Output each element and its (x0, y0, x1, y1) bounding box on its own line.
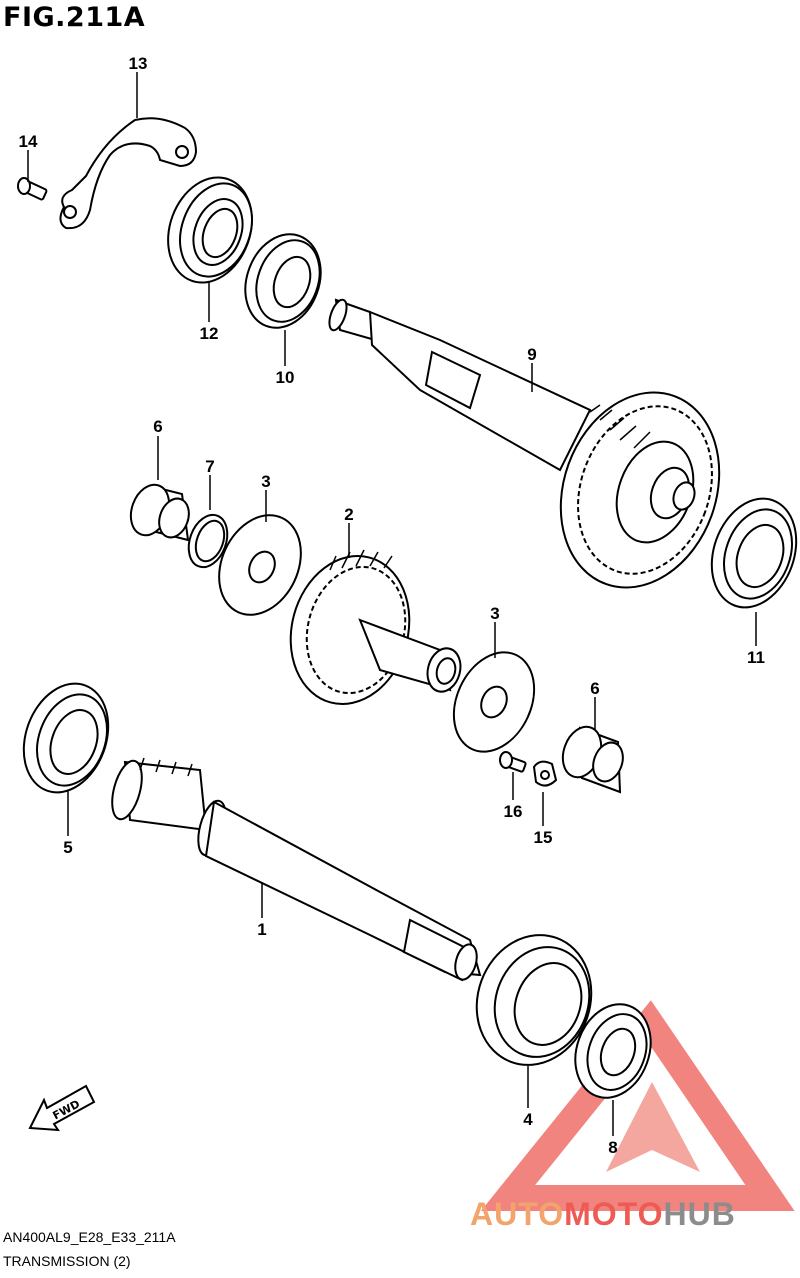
leader-lines (27, 72, 757, 1136)
part-2-gear (289, 549, 462, 705)
part-6-needle-bearing-lower (561, 725, 624, 794)
part-14-bolt (17, 177, 48, 201)
watermark-part-auto: AUTO (470, 1196, 565, 1232)
part-15-lock-plate (532, 760, 558, 787)
part-6-needle-bearing (129, 483, 190, 542)
part-4-bearing (475, 934, 593, 1066)
callout-6-lower: 6 (590, 679, 599, 698)
fwd-arrow-icon: FWD (28, 1084, 96, 1132)
callout-7: 7 (205, 457, 214, 476)
part-12-bearing (167, 176, 253, 284)
part-10-seal (244, 233, 322, 329)
part-3-washer (218, 514, 302, 616)
callout-9: 9 (527, 345, 536, 364)
callout-13: 13 (129, 54, 148, 73)
part-3-washer-lower (452, 651, 536, 753)
part-1-drive-shaft (111, 757, 482, 982)
callout-1: 1 (257, 920, 266, 939)
part-11-bearing (710, 497, 798, 609)
callout-12: 12 (200, 324, 219, 343)
part-9-shaft (328, 298, 721, 589)
watermark-text: AUTOMOTOHUB (470, 1196, 736, 1233)
callout-labels: 13 14 12 10 9 6 7 3 2 11 3 6 16 15 5 1 4… (19, 54, 765, 1157)
part-5-bearing (22, 682, 110, 794)
watermark-logo-icon (480, 1000, 795, 1211)
part-8-seal (574, 1003, 652, 1099)
callout-3-upper: 3 (261, 472, 270, 491)
callout-4: 4 (523, 1110, 533, 1129)
watermark-part-hub: HUB (663, 1196, 736, 1232)
callout-2: 2 (344, 505, 353, 524)
callout-3-lower: 3 (490, 604, 499, 623)
callout-15: 15 (534, 828, 553, 847)
part-16-bolt (499, 751, 527, 773)
figure-title: FIG.211A (3, 2, 146, 33)
callout-5: 5 (63, 838, 72, 857)
diagram-code: AN400AL9_E28_E33_211A (3, 1229, 176, 1245)
callout-10: 10 (276, 368, 295, 387)
part-13-bracket (59, 117, 198, 230)
callout-16: 16 (504, 802, 523, 821)
callout-14: 14 (19, 132, 38, 151)
callout-8: 8 (608, 1138, 617, 1157)
part-7-circlip (187, 513, 229, 569)
diagram-name: TRANSMISSION (2) (3, 1253, 131, 1269)
callout-11: 11 (747, 648, 765, 667)
watermark-part-moto: MOTO (564, 1196, 664, 1232)
callout-6-upper: 6 (153, 417, 162, 436)
